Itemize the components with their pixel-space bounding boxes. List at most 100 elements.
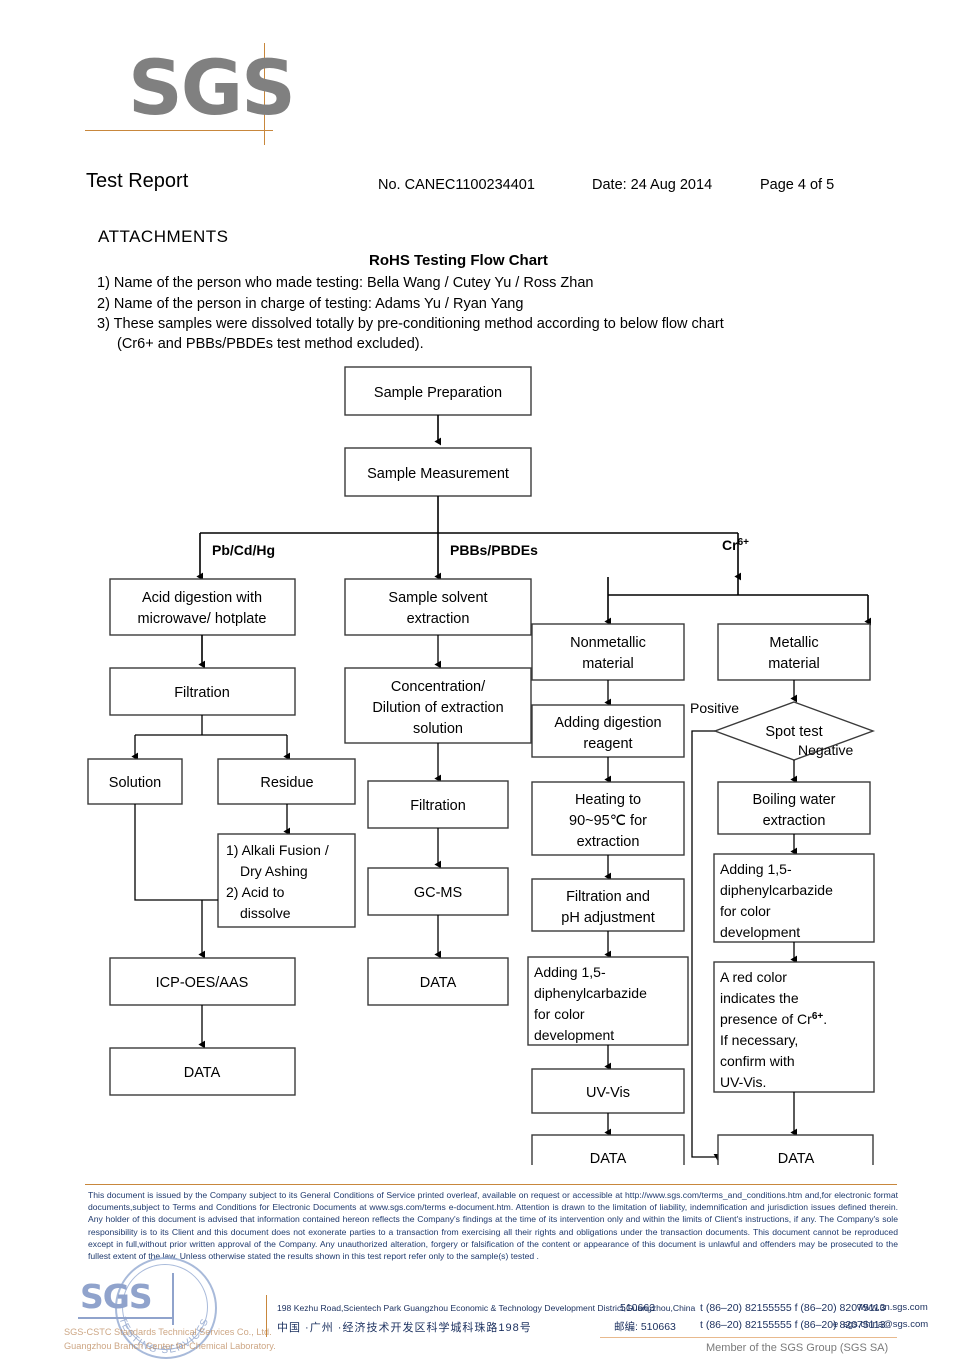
member-of-sgs-group: Member of the SGS Group (SGS SA) xyxy=(706,1342,889,1354)
node-solution xyxy=(87,758,183,805)
node-data-mid-label: DATA xyxy=(420,975,457,991)
node-residue xyxy=(217,758,356,805)
node-concentration-line2: Dilution of extraction xyxy=(372,700,503,716)
watermark-company-line2: Guangzhou Branch Center for Chemical Lab… xyxy=(64,1341,276,1351)
watermark-ring-label: TESTING SERVICES xyxy=(116,1316,209,1356)
node-data-metallic xyxy=(717,1134,874,1165)
node-data-left xyxy=(109,1047,296,1096)
watermark-underline xyxy=(78,1317,174,1319)
node-heating-line2: 90~95℃ for xyxy=(569,813,647,829)
node-dpc-nm-line1: Adding 1,5- xyxy=(534,964,606,980)
branch-label-cr6: Cr6+ xyxy=(722,537,749,553)
edge-label-positive: Positive xyxy=(690,700,739,716)
report-date: Date: 24 Aug 2014 xyxy=(592,177,713,193)
footer-rule xyxy=(85,1184,897,1185)
node-concentration-dilution xyxy=(344,667,532,744)
telephone-line-2: t (86–20) 82155555 f (86–20) 82075113 xyxy=(700,1319,886,1331)
node-residue-label: Residue xyxy=(260,775,313,791)
node-dpc-nm-line3: for color xyxy=(534,1006,585,1022)
node-acid-digestion-line2: microwave/ hotplate xyxy=(138,611,267,627)
node-filtration-left-label: Filtration xyxy=(174,685,230,701)
node-redcolor-line5: confirm with xyxy=(720,1053,795,1069)
node-concentration-line1: Concentration/ xyxy=(391,679,486,695)
attachment-note-3b: (Cr6+ and PBBs/PBDEs test method exclude… xyxy=(117,336,424,352)
node-heating xyxy=(531,781,685,856)
node-solvent-line1: Sample solvent xyxy=(388,590,487,606)
node-uv-vis xyxy=(531,1068,685,1114)
sgs-logo: SGS xyxy=(128,43,296,132)
email-prefix-label: e xyxy=(833,1319,839,1330)
node-nonmetallic-line2: material xyxy=(582,656,634,672)
node-sample-preparation-label: Sample Preparation xyxy=(374,385,502,401)
watermark-company-line1: SGS-CSTC Standards Technical Services Co… xyxy=(64,1327,272,1337)
node-filtration-left xyxy=(109,667,296,716)
node-spot-test-label: Spot test xyxy=(765,724,822,740)
website-url[interactable]: www.cn.sgs.com xyxy=(857,1302,928,1313)
bottom-rule xyxy=(600,1337,897,1338)
attachments-heading: ATTACHMENTS xyxy=(98,227,229,246)
node-solution-label: Solution xyxy=(109,775,161,791)
edge-solution-merge xyxy=(134,804,218,901)
watermark-sgs-text: SGS xyxy=(80,1277,153,1316)
postal-code-en: 510663 xyxy=(620,1302,656,1314)
node-data-nonmetallic xyxy=(531,1134,685,1165)
node-dpc-nm-line2: diphenylcarbazide xyxy=(534,985,647,1001)
node-heating-line1: Heating to xyxy=(575,792,641,808)
node-metallic-line2: material xyxy=(768,656,820,672)
address-chinese: 中国 ·广州 ·经济技术开发区科学城科珠路198号 xyxy=(277,1322,532,1334)
svg-text:TESTING SERVICES: TESTING SERVICES xyxy=(116,1316,211,1356)
node-acid-digestion xyxy=(109,578,296,636)
report-number: No. CANEC1100234401 xyxy=(378,177,535,193)
node-gc-ms xyxy=(367,867,509,916)
node-data-mid xyxy=(367,957,509,1006)
node-ph-line1: Filtration and xyxy=(566,889,650,905)
logo-rule-vertical xyxy=(264,43,265,145)
footer-disclaimer: This document is issued by the Company s… xyxy=(88,1190,898,1262)
node-redcolor-line2: indicates the xyxy=(720,990,799,1006)
watermark-ring-inner xyxy=(122,1264,208,1350)
node-dpc-m-line3: for color xyxy=(720,903,771,919)
node-alkali-line3: 2) Acid to xyxy=(226,884,285,900)
sgs-watermark: TESTING SERVICES SGS SGS-CSTC Standards … xyxy=(60,1255,290,1360)
node-redcolor-line6: UV-Vis. xyxy=(720,1074,766,1090)
telephone-line-1: t (86–20) 82155555 f (86–20) 82075113 xyxy=(700,1302,886,1314)
node-alkali-line4: dissolve xyxy=(240,905,291,921)
node-icp-oes-aas-label: ICP-OES/AAS xyxy=(156,975,249,991)
node-redcolor-line4: If necessary, xyxy=(720,1032,798,1048)
logo-rule-horizontal xyxy=(85,130,273,131)
node-data-metal-label: DATA xyxy=(778,1151,815,1165)
node-alkali-line2: Dry Ashing xyxy=(240,863,308,879)
node-nonmetallic-material xyxy=(531,623,685,681)
node-alkali-line1: 1) Alkali Fusion / xyxy=(226,842,329,858)
page-indicator: Page 4 of 5 xyxy=(760,177,835,193)
node-dpc-nm-line4: development xyxy=(534,1027,614,1043)
node-solvent-line2: extraction xyxy=(407,611,470,627)
node-boiling-line1: Boiling water xyxy=(752,792,835,808)
node-redcolor-line3: presence of Cr6+. xyxy=(720,1011,827,1027)
branch-label-pbbs-pbdes: PBBs/PBDEs xyxy=(450,542,538,558)
email-address[interactable]: sgs.china@sgs.com xyxy=(843,1319,929,1330)
node-data-left-label: DATA xyxy=(184,1065,221,1081)
node-concentration-line3: solution xyxy=(413,721,463,737)
attachment-note-3: 3) These samples were dissolved totally … xyxy=(97,316,724,332)
node-heating-line3: extraction xyxy=(577,834,640,850)
node-sample-solvent-extraction xyxy=(344,578,532,636)
node-filtration-mid xyxy=(367,780,509,829)
node-dpc-m-line2: diphenylcarbazide xyxy=(720,882,833,898)
node-data-nm-label: DATA xyxy=(590,1151,627,1165)
node-reagent-line2: reagent xyxy=(583,736,632,752)
rohs-testing-flow-chart: Sample Preparation Sample Measurement Pb… xyxy=(87,366,876,1165)
node-dpc-m-line4: development xyxy=(720,924,800,940)
node-metallic-line1: Metallic xyxy=(769,635,818,651)
flow-chart-title: RoHS Testing Flow Chart xyxy=(369,252,548,269)
postal-code-cn: 邮编: 510663 xyxy=(614,1321,676,1333)
watermark-ring-outer xyxy=(115,1257,217,1359)
watermark-arc-text: TESTING SERVICES xyxy=(116,1316,211,1356)
node-nonmetallic-line1: Nonmetallic xyxy=(570,635,646,651)
node-sample-preparation xyxy=(344,366,532,416)
edge-positive-route xyxy=(691,730,722,1161)
edge-filtration-split xyxy=(135,715,287,736)
node-redcolor-line1: A red color xyxy=(720,969,787,985)
node-icp-oes-aas xyxy=(109,957,296,1006)
